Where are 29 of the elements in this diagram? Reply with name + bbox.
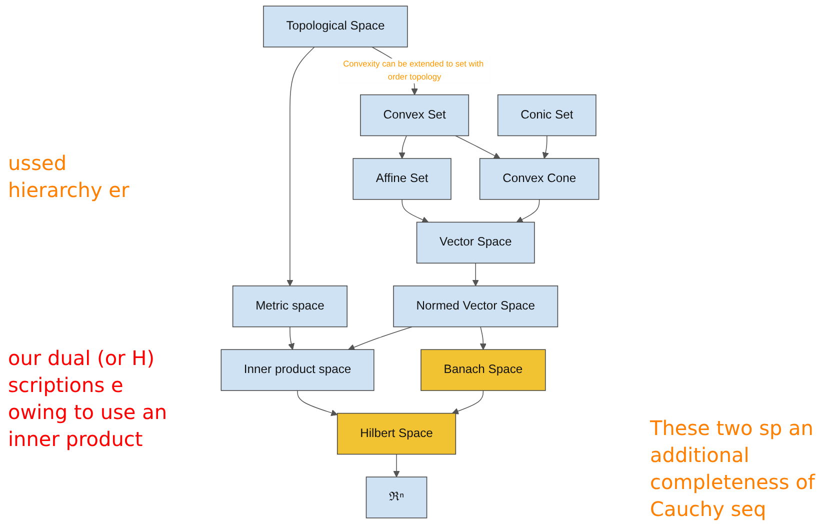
note-text: ussed hierarchy er xyxy=(8,150,130,204)
arrow xyxy=(393,454,400,478)
note-text: These two sp an additional completeness of Cauchy seq xyxy=(650,415,816,523)
arrow xyxy=(297,390,338,416)
node-box: Conic Set xyxy=(497,94,596,136)
node-box: Banach Space xyxy=(420,349,546,391)
node-box: Vector Space xyxy=(416,222,535,264)
node-box: Normed Vector Space xyxy=(393,286,558,328)
node-box: Metric space xyxy=(232,286,348,328)
arrow xyxy=(480,326,487,350)
node-box: Affine Set xyxy=(352,158,452,200)
arrow xyxy=(455,135,500,159)
node-box: Convex Cone xyxy=(479,158,600,200)
arrow xyxy=(516,199,540,222)
arrow xyxy=(288,326,294,350)
arrow xyxy=(472,262,479,286)
node-box: ℜⁿ xyxy=(366,476,428,518)
node-box: Hilbert Space xyxy=(336,412,456,455)
node-box: Topological Space xyxy=(263,6,408,48)
arrow xyxy=(402,199,429,223)
arrow xyxy=(286,46,315,286)
arrow xyxy=(348,326,412,350)
edge-label: Convexity can be extended to set with order topology xyxy=(343,60,484,82)
arrow xyxy=(452,390,484,414)
note-text: our dual (or H) scriptions e owing to use an inner product xyxy=(8,345,168,453)
node-box: Inner product space xyxy=(220,349,374,391)
arrow xyxy=(398,135,407,159)
node-box: Convex Set xyxy=(360,94,470,136)
arrow xyxy=(542,135,549,159)
